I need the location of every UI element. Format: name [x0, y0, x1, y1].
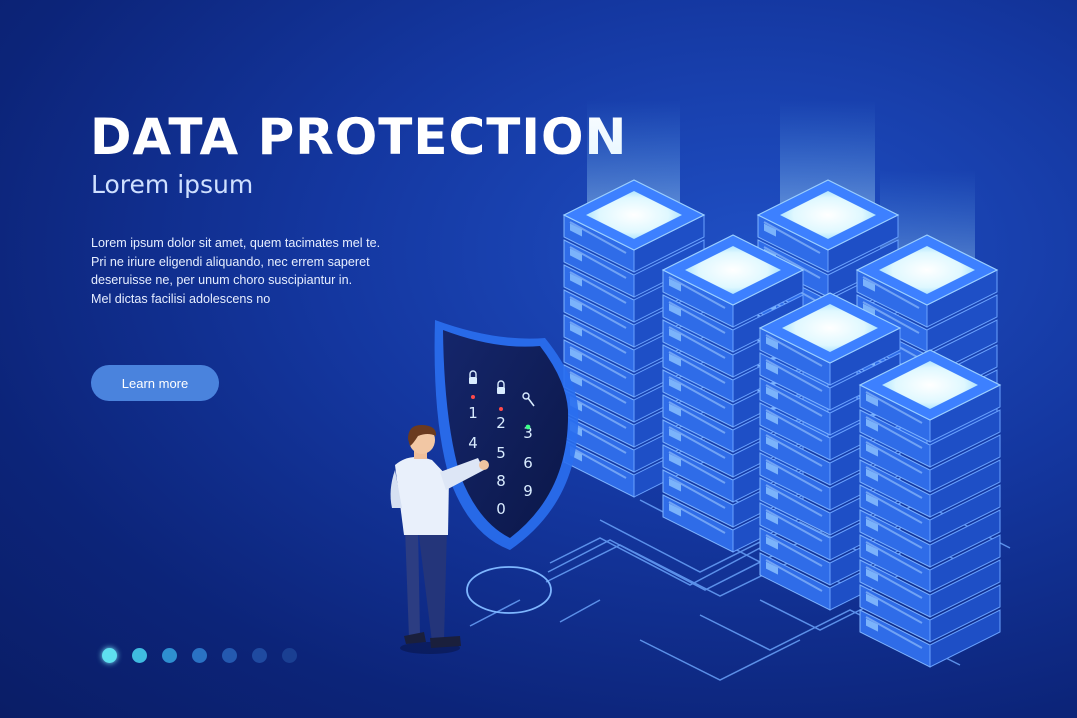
lock-icon	[469, 370, 477, 384]
server-unit	[929, 459, 1001, 518]
server-top-glow	[685, 246, 781, 294]
server-unit	[929, 484, 1001, 543]
carousel-dot[interactable]	[282, 648, 297, 663]
keypad-digit: 2	[496, 414, 506, 432]
status-light-red	[499, 407, 503, 411]
keypad-digit: 6	[523, 454, 533, 472]
server-top-glow	[882, 361, 978, 409]
server-unit	[929, 434, 1001, 493]
keypad-digit: 0	[496, 500, 506, 518]
carousel-dot[interactable]	[132, 648, 147, 663]
server-unit	[929, 509, 1001, 568]
carousel-dot[interactable]	[252, 648, 267, 663]
keypad-digit: 3	[523, 424, 533, 442]
server-top-glow	[586, 191, 682, 239]
carousel-dot[interactable]	[222, 648, 237, 663]
description-line: Pri ne iriure eligendi aliquando, nec er…	[91, 254, 370, 269]
server-stack	[758, 292, 902, 611]
carousel-dot[interactable]	[162, 648, 177, 663]
status-light-red	[471, 395, 475, 399]
description-line: deseruisse ne, per unum choro suscipiant…	[91, 273, 353, 287]
keypad-digit: 5	[496, 444, 506, 462]
server-stack	[858, 349, 1002, 668]
person-figure	[390, 424, 489, 654]
carousel-dot[interactable]	[102, 648, 117, 663]
keypad-digit: 8	[496, 472, 506, 490]
server-racks	[562, 179, 1002, 668]
server-unit	[929, 534, 1001, 593]
server-unit	[929, 409, 1001, 468]
server-unit	[929, 559, 1001, 618]
server-top-glow	[782, 304, 878, 352]
server-top-glow	[780, 191, 876, 239]
server-unit	[926, 294, 998, 353]
key-icon	[522, 392, 535, 407]
learn-more-button[interactable]: Learn more	[91, 365, 219, 401]
status-light-green	[525, 424, 531, 430]
page-title: DATA PROTECTION	[90, 108, 628, 166]
description-text: Lorem ipsum dolor sit amet, quem tacimat…	[91, 234, 411, 308]
carousel-dot[interactable]	[192, 648, 207, 663]
description-line: Lorem ipsum dolor sit amet, quem tacimat…	[91, 236, 381, 250]
server-unit	[929, 609, 1001, 668]
server-top-glow	[879, 246, 975, 294]
keypad-digit: 4	[468, 434, 478, 452]
shield-icon: 1234567890	[434, 320, 579, 550]
description-line: Mel dictas facilisi adolescens no	[91, 291, 271, 306]
page-subtitle: Lorem ipsum	[91, 170, 254, 199]
lock-icon	[497, 380, 505, 394]
keypad-digit: 9	[523, 482, 533, 500]
light-beams	[587, 100, 975, 265]
floor-ring	[466, 566, 552, 614]
keypad-digit: 1	[468, 404, 478, 422]
server-unit	[929, 584, 1001, 643]
